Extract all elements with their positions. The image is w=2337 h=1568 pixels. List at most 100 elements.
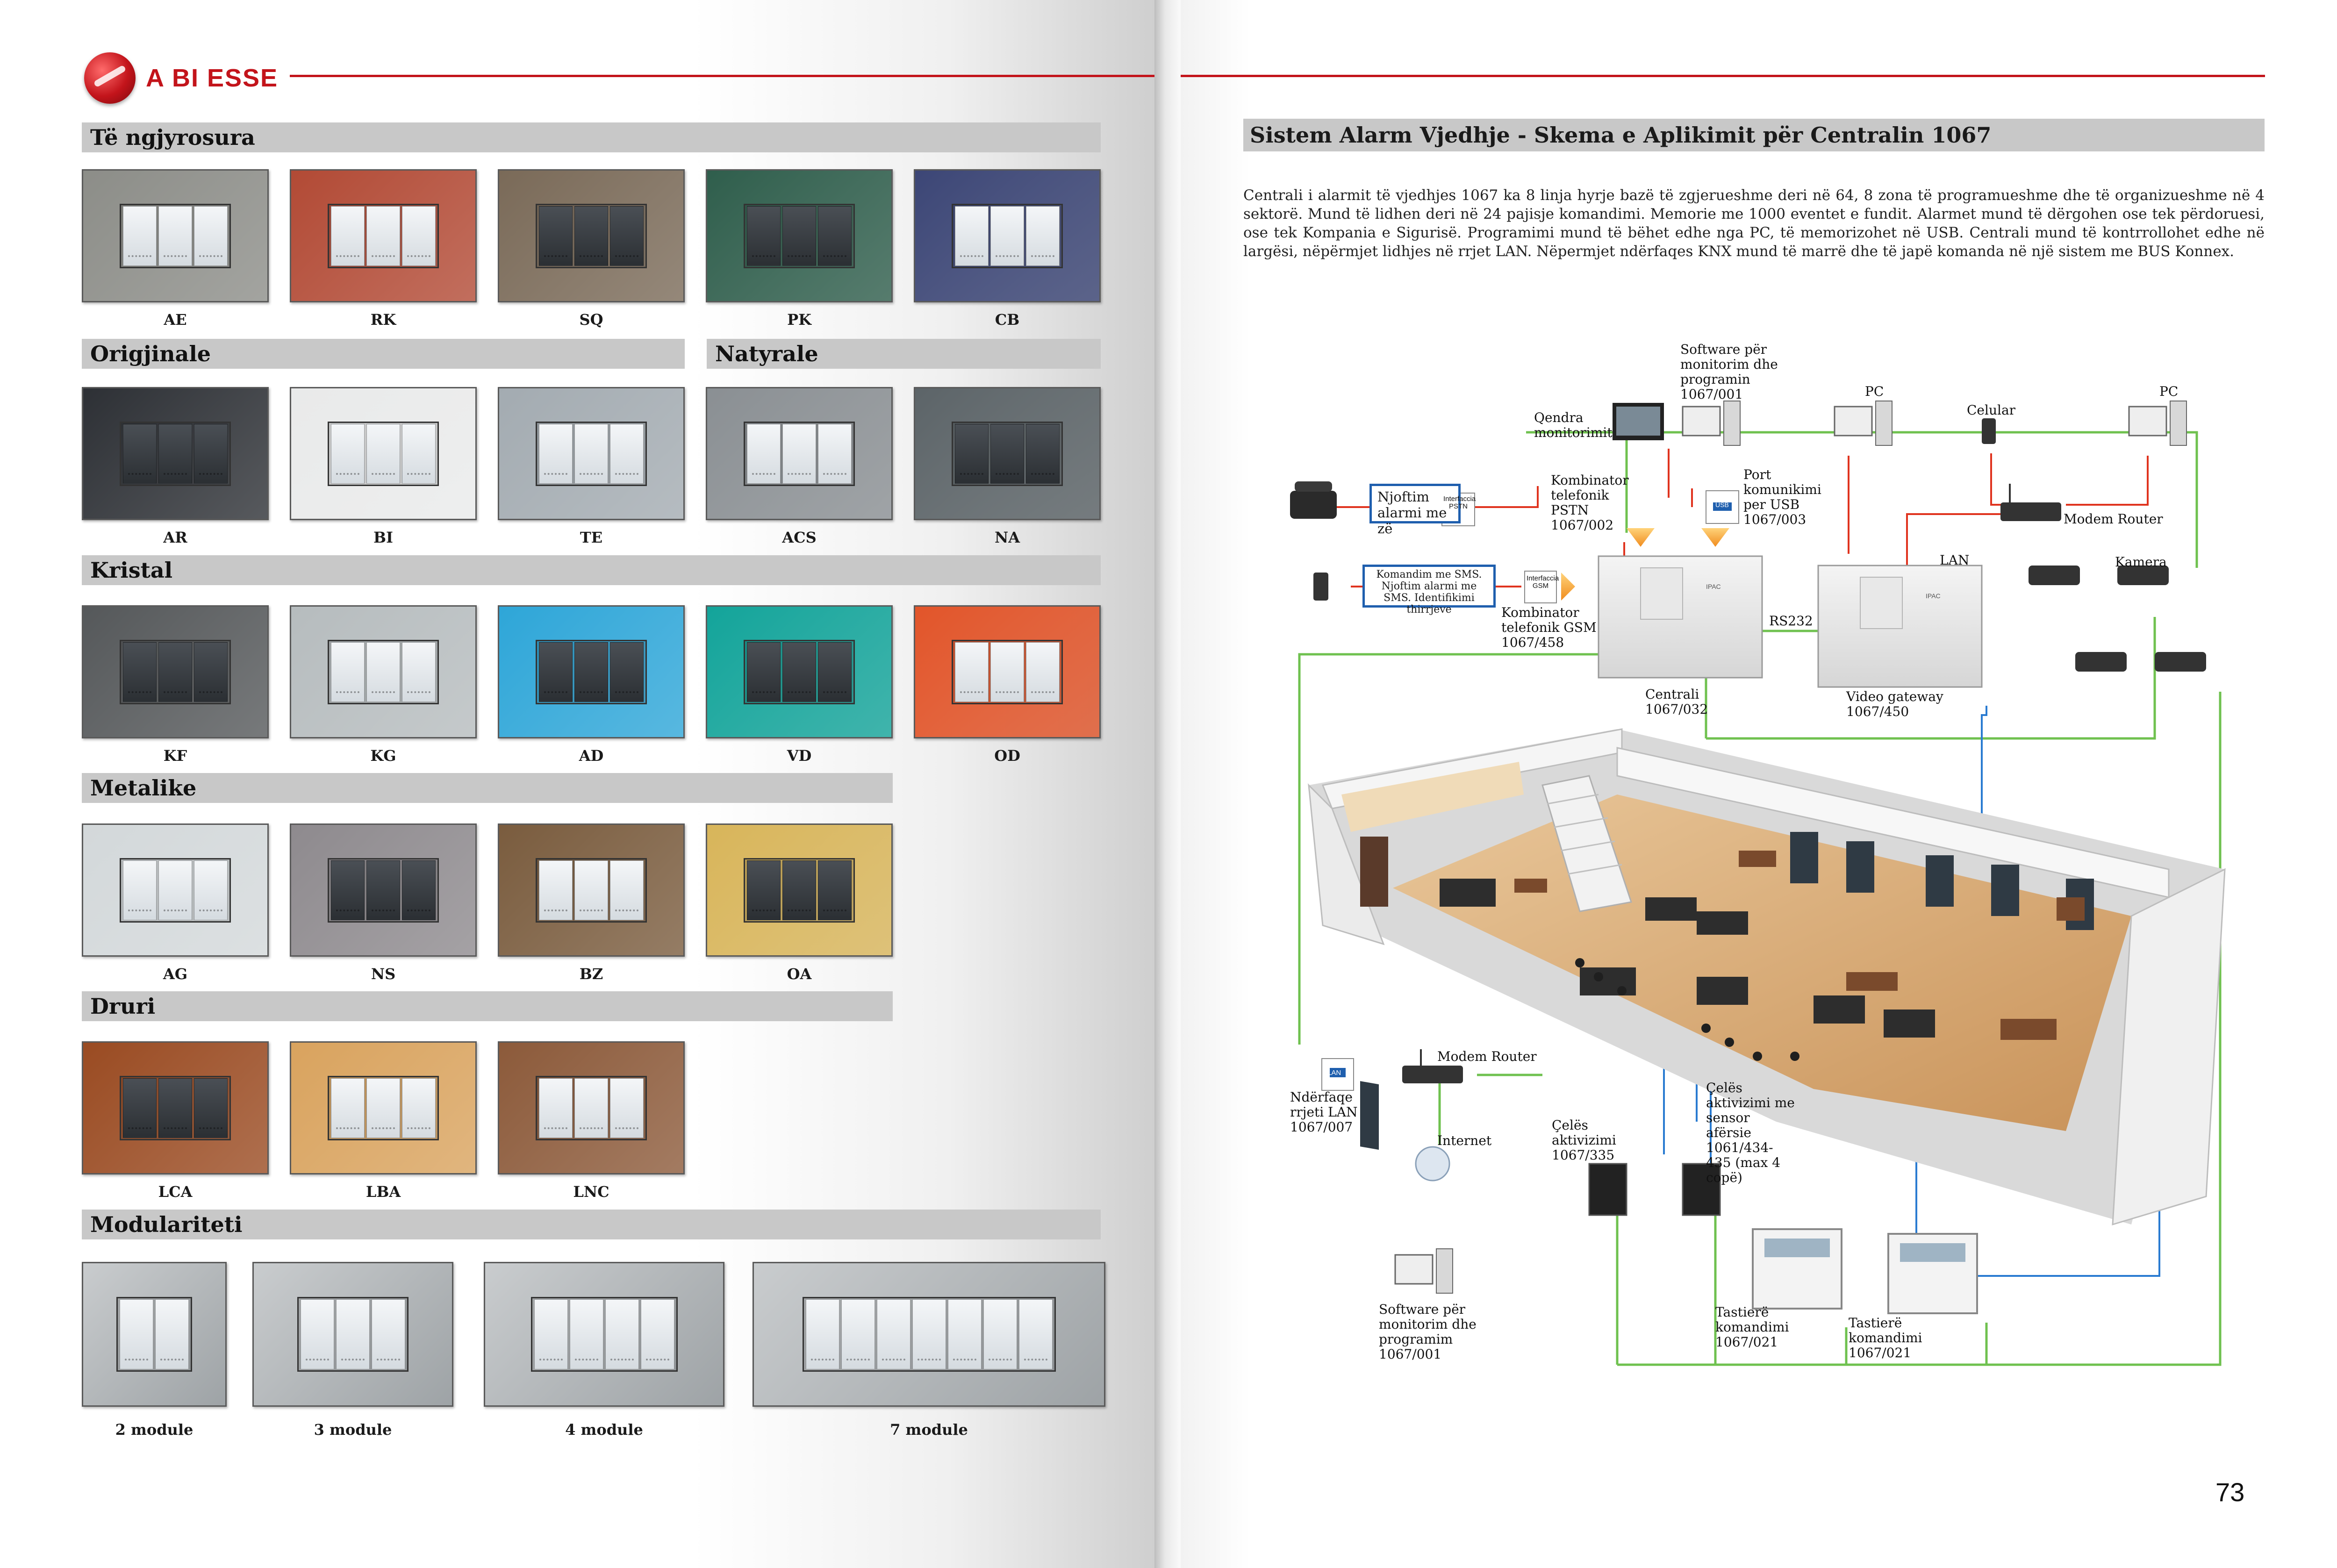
switch-key <box>539 642 573 702</box>
switch-key <box>610 642 644 702</box>
switch-key <box>1026 642 1060 702</box>
switch-key <box>194 1078 228 1138</box>
switch-plate <box>82 387 269 520</box>
switch-plate <box>290 169 477 302</box>
label-modem-router-top: Modem Router <box>2064 511 2163 527</box>
switch-key <box>610 1078 644 1138</box>
switch-insert <box>328 203 439 268</box>
switch-insert <box>952 421 1063 486</box>
switch-key <box>123 860 157 920</box>
label-gsm-dialer: Kombinator telefonik GSM 1067/458 <box>1501 605 1597 650</box>
switch-key <box>955 206 989 266</box>
switch-key <box>983 1299 1017 1369</box>
switch-insert <box>536 1075 647 1140</box>
switch-plate <box>914 605 1101 738</box>
label-rs232: RS232 <box>1769 613 1813 629</box>
switch-key <box>605 1299 639 1369</box>
switch-key <box>876 1299 910 1369</box>
switch-plate <box>706 605 893 738</box>
switch-plate <box>498 823 685 957</box>
alarm-voice-box: Njoftim alarmi me zë <box>1369 484 1461 537</box>
switch-insert <box>297 1297 409 1372</box>
switch-key <box>366 206 400 266</box>
module-label: 3 module <box>314 1421 392 1439</box>
switch-insert <box>536 858 647 923</box>
switch-insert <box>952 639 1063 704</box>
switch-key <box>1026 206 1060 266</box>
switch-key <box>123 1078 157 1138</box>
switch-key <box>955 423 989 484</box>
plate-code: NS <box>371 965 396 983</box>
lan-chip-label: LAN <box>1327 1069 1341 1077</box>
switch-plate <box>498 1041 685 1174</box>
switch-key <box>301 1299 334 1369</box>
switch-key <box>194 860 228 920</box>
module-label: 2 module <box>115 1421 194 1439</box>
switch-key <box>402 642 436 702</box>
plate-code: OD <box>994 747 1020 765</box>
switch-insert <box>536 203 647 268</box>
switch-key <box>331 206 365 266</box>
switch-plate <box>82 605 269 738</box>
switch-key <box>818 423 852 484</box>
label-usb-port: Port komunikimi per USB 1067/003 <box>1743 467 1821 527</box>
switch-plate <box>498 605 685 738</box>
switch-insert <box>116 1297 192 1372</box>
switch-key <box>158 423 192 484</box>
switch-key <box>158 860 192 920</box>
module-label: 4 module <box>565 1421 643 1439</box>
switch-key <box>747 642 781 702</box>
switch-key <box>569 1299 603 1369</box>
switch-key <box>366 860 400 920</box>
switch-plate <box>498 387 685 520</box>
plate-code: ACS <box>782 529 817 546</box>
switch-key <box>574 423 608 484</box>
switch-key <box>402 860 436 920</box>
switch-key <box>331 423 365 484</box>
section-original: Origjinale <box>82 339 685 369</box>
header-rule-left <box>290 75 1154 77</box>
usb-chip-label: USB <box>1715 501 1729 508</box>
switch-key <box>1018 1299 1053 1369</box>
switch-insert <box>536 639 647 704</box>
section-natural: Natyrale <box>707 339 1101 369</box>
switch-key <box>366 423 400 484</box>
brand-name: A BI ESSE <box>146 64 279 92</box>
switch-insert <box>530 1297 678 1372</box>
label-camera: Kamera <box>2115 554 2167 570</box>
switch-plate <box>290 1041 477 1174</box>
switch-key <box>805 1299 839 1369</box>
switch-key <box>782 860 816 920</box>
switch-insert <box>744 639 855 704</box>
switch-insert <box>744 421 855 486</box>
switch-key <box>574 642 608 702</box>
switch-key <box>372 1299 405 1369</box>
switch-plate <box>82 1041 269 1174</box>
description-paragraph: Centrali i alarmit të vjedhjes 1067 ka 8… <box>1243 187 2265 260</box>
plate-code: LBA <box>366 1183 401 1201</box>
plate-code: OA <box>787 965 812 983</box>
switch-key <box>782 642 816 702</box>
switch-plate <box>498 169 685 302</box>
switch-key <box>194 206 228 266</box>
switch-key <box>1026 423 1060 484</box>
plate-code: LNC <box>573 1183 609 1201</box>
plate-code: BI <box>373 529 393 546</box>
switch-key <box>158 206 192 266</box>
module-plate <box>484 1262 724 1407</box>
switch-key <box>123 642 157 702</box>
switch-insert <box>802 1297 1056 1372</box>
label-key-activation: Çelës aktivizimi 1067/335 <box>1552 1117 1616 1163</box>
switch-key <box>574 860 608 920</box>
plate-code: SQ <box>579 311 603 329</box>
module-label: 7 module <box>890 1421 968 1439</box>
switch-key <box>539 860 573 920</box>
plate-code: AE <box>164 311 187 329</box>
plate-code: TE <box>580 529 603 546</box>
switch-key <box>990 206 1024 266</box>
label-lan: LAN <box>1940 552 1970 568</box>
switch-key <box>534 1299 568 1369</box>
switch-plate <box>290 823 477 957</box>
page-number: 73 <box>2215 1477 2245 1507</box>
plate-code: KG <box>370 747 396 765</box>
